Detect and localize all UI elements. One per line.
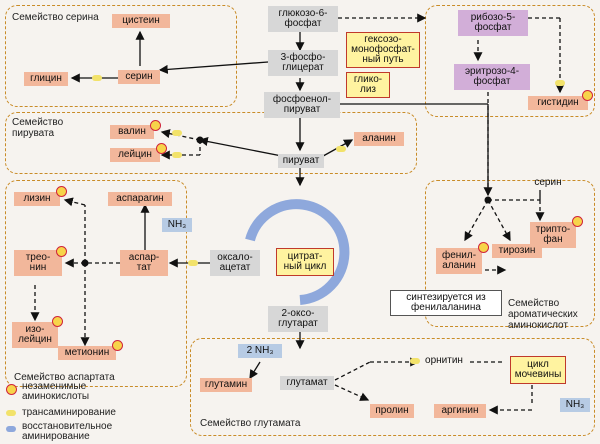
node-glycine: глицин <box>24 72 68 86</box>
node-cysteine: цистеин <box>112 14 170 28</box>
transamination-marker-histidine <box>555 80 565 86</box>
transamination-marker-glycine <box>92 75 102 81</box>
essential-marker-threonine <box>56 246 67 257</box>
node-phenylalanine: фенил- аланин <box>436 248 482 274</box>
transamination-marker-alanine <box>336 146 346 152</box>
transamination-marker-ornithine <box>410 358 420 364</box>
essential-marker-lysine <box>56 186 67 197</box>
legend-essential-label: незаменимые аминокислоты <box>22 381 90 402</box>
transamination-marker-valine <box>172 130 182 136</box>
family-title-aspartate: Семейство аспартата <box>14 372 115 383</box>
node-erythrose-4-phosphate: эритрозо-4- фосфат <box>454 64 530 90</box>
essential-marker-methionine <box>112 340 123 351</box>
node-ornithine: орнитин <box>425 355 463 366</box>
essential-marker-histidine <box>582 90 593 101</box>
node-glutamine: глутамин <box>200 378 252 392</box>
node-asparagine: аспарагин <box>108 192 172 206</box>
node-serine: серин <box>118 70 160 84</box>
node-urea-cycle: цикл мочевины <box>510 356 566 384</box>
legend-transamination-label: трансаминирование <box>22 407 116 418</box>
node-valine: валин <box>110 125 154 139</box>
essential-marker-leucine <box>156 143 167 154</box>
transamination-marker-leucine <box>172 152 182 158</box>
node-nh3-urea: NH₃ <box>560 398 590 412</box>
node-2-oxoglutarate: 2-оксо- глутарат <box>268 306 328 332</box>
essential-marker-isoleucine <box>52 316 63 327</box>
node-nh3-asparagine: NH₃ <box>162 218 192 232</box>
essential-marker-tryptophan <box>572 216 583 227</box>
family-box-aromatic-lower <box>425 180 595 327</box>
legend-reductive-amination-marker <box>6 426 16 432</box>
node-tyrosine: тирозин <box>492 244 542 258</box>
node-pyruvate: пируват <box>278 154 324 168</box>
essential-marker-valine <box>150 120 161 131</box>
node-histidine: гистидин <box>528 96 588 110</box>
node-methionine: метионин <box>58 346 116 360</box>
node-glycolysis: глико- лиз <box>346 72 390 98</box>
node-serine-aromatic: серин <box>534 177 562 188</box>
node-leucine: лейцин <box>110 148 160 162</box>
family-box-aspartate <box>5 180 187 387</box>
note-synthesized-from-phenylalanine: синтезируется из фенилаланина <box>390 290 502 316</box>
node-aspartate: аспар- тат <box>120 250 168 276</box>
family-box-serine <box>5 5 237 107</box>
node-oxaloacetate: оксало- ацетат <box>210 250 260 276</box>
family-box-pyruvate <box>5 112 417 174</box>
family-title-pyruvate: Семейство пирувата <box>12 117 64 139</box>
node-proline: пролин <box>370 404 414 418</box>
family-title-aromatic: Семейство ароматических аминокислот <box>508 298 578 331</box>
node-tryptophan: трипто- фан <box>530 222 576 248</box>
node-lysine: лизин <box>14 192 60 206</box>
node-glucose-6-phosphate: глюкозо-6- фосфат <box>268 6 338 32</box>
family-title-serine: Семейство серина <box>12 12 99 23</box>
node-citric-acid-cycle: цитрат- ный цикл <box>276 248 334 276</box>
family-box-glutamate <box>190 338 595 436</box>
transamination-marker-aspartate <box>188 260 198 266</box>
node-threonine: трео- нин <box>14 250 62 276</box>
essential-marker-phenylalanine <box>478 242 489 253</box>
node-ribose-5-phosphate: рибозо-5- фосфат <box>458 10 528 36</box>
node-isoleucine: изо- лейцин <box>12 322 58 348</box>
node-3-phosphoglycerate: 3-фосфо- глицерат <box>268 50 338 76</box>
node-phosphoenolpyruvate: фосфоенол- пируват <box>264 92 340 118</box>
node-alanine: аланин <box>354 132 404 146</box>
legend-essential-marker <box>6 384 17 395</box>
family-title-glutamate: Семейство глутамата <box>200 418 301 429</box>
legend-transamination-marker <box>6 410 16 416</box>
node-hexose-monophosphate-pathway: гексозо- монофосфат- ный путь <box>346 32 420 68</box>
node-arginine: аргинин <box>434 404 486 418</box>
legend-reductive-amination-label: восстановительное аминирование <box>22 421 113 442</box>
node-2-nh3: 2 NH₃ <box>238 344 282 358</box>
family-box-aromatic <box>425 5 595 117</box>
node-glutamate: глутамат <box>280 376 334 390</box>
